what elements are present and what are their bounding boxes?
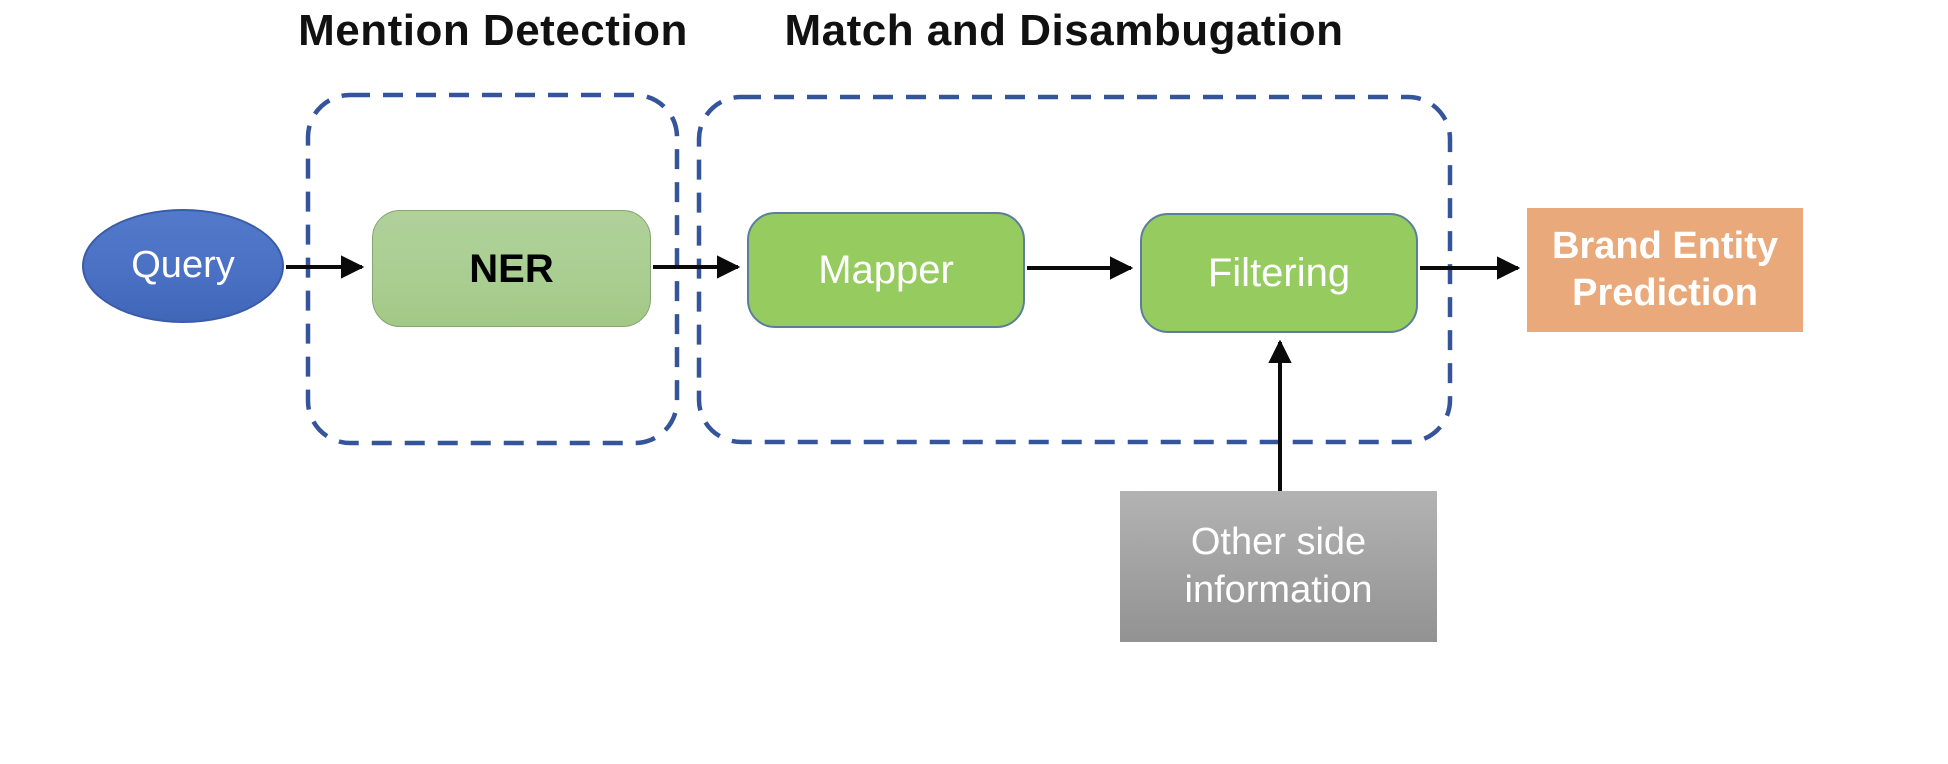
match-disambugation-label: Match and Disambugation	[784, 6, 1344, 55]
filtering-node: Filtering	[1140, 213, 1418, 333]
brand-entity-prediction-node: Brand Entity Prediction	[1527, 208, 1803, 332]
mapper-node: Mapper	[747, 212, 1025, 328]
ner-node: NER	[372, 210, 651, 327]
mention-detection-label: Mention Detection	[298, 6, 688, 55]
query-node: Query	[82, 209, 284, 323]
other-side-information-node: Other side information	[1120, 491, 1437, 642]
